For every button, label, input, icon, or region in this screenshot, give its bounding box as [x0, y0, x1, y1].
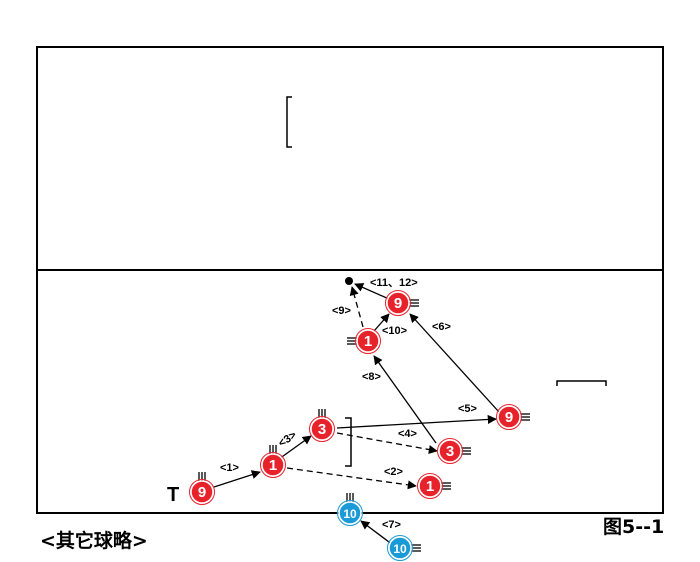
- player-blue-10: 10: [337, 493, 363, 526]
- player-badge: [356, 329, 380, 353]
- player-badge: [310, 417, 334, 441]
- arrow-s4: [336, 432, 438, 455]
- caption-left: <其它球略>: [40, 529, 148, 552]
- player-number: 3: [446, 443, 454, 460]
- player-number: 9: [394, 295, 402, 312]
- player-badge: [418, 474, 442, 498]
- player-red-1: 1: [347, 328, 381, 354]
- step-label: <1>: [220, 462, 239, 474]
- player-red-9: 9: [189, 472, 215, 505]
- player-number: 10: [393, 542, 407, 556]
- right-bracket: [556, 380, 607, 386]
- step-label: <11、12>: [370, 277, 418, 289]
- server-marker: T: [167, 484, 179, 506]
- arrow-s5: [336, 414, 497, 429]
- step-label: <6>: [432, 321, 451, 333]
- arrow-s9: [349, 286, 364, 328]
- player-red-1: 1: [260, 445, 286, 478]
- player-badge: [190, 480, 214, 504]
- player-blue-10: 10: [387, 535, 421, 561]
- player-badge: [338, 501, 362, 525]
- arrow-s11: [354, 283, 390, 300]
- arrow-s6: [409, 313, 500, 413]
- player-number: 3: [318, 421, 326, 438]
- block-bracket: [345, 417, 352, 467]
- player-number: 1: [426, 478, 434, 495]
- step-label: <5>: [458, 403, 477, 415]
- arrow-s10: [373, 313, 390, 332]
- caption-right: 图5--1: [603, 516, 664, 538]
- step-label: <7>: [382, 519, 401, 531]
- player-red-3: 3: [437, 438, 471, 464]
- player-number: 1: [364, 333, 372, 350]
- arrow-s8: [373, 355, 437, 444]
- arrow-s1: [213, 470, 261, 488]
- player-number: 1: [269, 457, 277, 474]
- step-label: <9>: [332, 305, 351, 317]
- step-label: <8>: [362, 371, 381, 383]
- player-badge: [386, 291, 410, 315]
- player-badge: [497, 405, 521, 429]
- arrow-s7: [360, 520, 394, 546]
- player-number: 9: [505, 409, 513, 426]
- player-red-9: 9: [496, 404, 530, 430]
- player-badge: [261, 453, 285, 477]
- player-red-3: 3: [309, 409, 335, 442]
- step-label: <10>: [382, 325, 407, 337]
- player-number: 10: [343, 507, 357, 521]
- movement-arrows: [213, 283, 500, 546]
- top-bracket: [286, 96, 292, 148]
- ball-icon: [345, 277, 353, 285]
- player-badge: [438, 439, 462, 463]
- step-label: <4>: [398, 428, 417, 440]
- player-red-1: 1: [417, 473, 451, 499]
- player-badge: [388, 536, 412, 560]
- player-number: 9: [198, 484, 206, 501]
- player-red-9: 9: [385, 290, 419, 316]
- players: 9 1 3 1 3 9 1 9 10 10: [189, 290, 530, 561]
- arrow-s3: [278, 435, 312, 460]
- step-label: <2>: [384, 466, 403, 478]
- step-labels: <1> <2> <3> <4> <5> <6> <7> <8> <9> <10>…: [220, 277, 477, 531]
- arrow-s2: [286, 467, 417, 490]
